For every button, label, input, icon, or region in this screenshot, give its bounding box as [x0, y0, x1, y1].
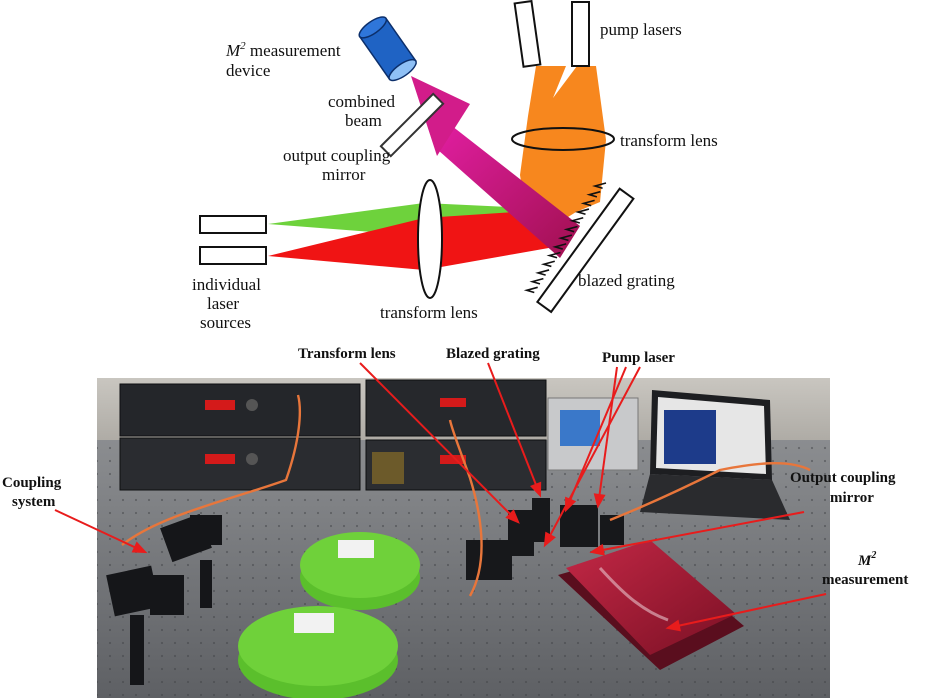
annotation-arrow [667, 593, 827, 629]
annotation-arrow [597, 366, 618, 507]
annotation-m2-text: measurement [822, 572, 908, 588]
optical-mounts [466, 498, 624, 580]
annotation-arrowhead [564, 496, 577, 513]
fiber-reel-2 [238, 606, 398, 698]
annotation-coupling-2: system [12, 494, 56, 510]
annotation-arrow [54, 509, 146, 553]
annotation-arrowhead [530, 481, 542, 498]
schematic: M2 measurement device pump lasers transf… [192, 0, 718, 332]
grating-tooth [574, 208, 590, 216]
annotation-transform-lens: Transform lens [298, 346, 396, 362]
laser-controller-stack-left [119, 383, 361, 491]
transform-lens-top-label: transform lens [620, 131, 718, 150]
grating-tooth [540, 260, 555, 268]
annotation-arrow [487, 362, 541, 496]
laser-controller-stack-right [365, 379, 547, 491]
fiber-cable [121, 394, 302, 546]
annotation-arrowhead [593, 493, 606, 509]
output-coupling-label-2: mirror [322, 165, 366, 184]
annotation-arrow [359, 362, 519, 523]
annotation-arrowhead [543, 531, 556, 548]
fiber-cable [448, 419, 483, 597]
annotation-arrow [565, 366, 627, 511]
transform-lens-bottom-label: transform lens [380, 303, 478, 322]
m2-device-label: M2 measurement [225, 40, 341, 60]
pump-lasers-label: pump lasers [600, 20, 682, 39]
grating-tooth [523, 286, 538, 294]
transform-lens-top [511, 127, 615, 151]
annotation-arrowhead [589, 543, 605, 556]
grating-tooth [529, 277, 544, 285]
combined-beam-label-2: beam [345, 111, 382, 130]
coupling-system [106, 513, 222, 685]
laptop [640, 390, 790, 520]
output-coupling-mirror [379, 92, 445, 158]
annotation-pump-laser: Pump laser [602, 350, 675, 366]
fiber-reel-1 [300, 532, 420, 610]
m2-device-label-line2: device [226, 61, 270, 80]
annotation-arrow [544, 366, 641, 546]
annotation-output-coupling-1: Output coupling [790, 470, 896, 486]
blazed-grating-label: blazed grating [578, 271, 675, 290]
photo-annotations: Transform lens Blazed grating Pump laser… [2, 346, 908, 632]
individual-sources-label-3: sources [200, 313, 251, 332]
laser-source-box-1 [199, 215, 267, 234]
combined-beam-arrowhead [411, 76, 470, 156]
annotation-arrowhead [505, 509, 520, 524]
grating-tooth [580, 199, 595, 207]
annotation-arrowhead [131, 541, 148, 554]
grating-tooth [552, 243, 567, 250]
lab-photo [97, 378, 830, 698]
individual-sources-label-2: laser [207, 294, 239, 313]
grating-tooth [592, 182, 607, 189]
output-coupling-label-1: output coupling [283, 146, 391, 165]
annotation-arrow [591, 511, 805, 553]
red-beam [268, 210, 560, 270]
m2-device-photo [558, 540, 744, 670]
grating-tooth [557, 234, 573, 242]
combined-beam [438, 126, 580, 258]
transform-lens-bottom [417, 179, 443, 299]
pump-laser-box-1 [513, 0, 542, 68]
grating-tooth [563, 225, 578, 233]
grating-tooth [569, 216, 584, 224]
grating-tooth [586, 190, 601, 198]
annotation-blazed-grating: Blazed grating [446, 346, 540, 362]
annotation-arrowhead [665, 619, 681, 632]
individual-sources-label-1: individual [192, 275, 261, 294]
fiber-cable [609, 462, 811, 522]
m2-measurement-device [358, 16, 417, 82]
blazed-grating [523, 182, 635, 314]
grating-tooth [535, 269, 550, 276]
combined-beam-label-1: combined [328, 92, 396, 111]
annotation-coupling-1: Coupling [2, 475, 62, 491]
annotation-m2: M2 [857, 550, 876, 569]
laser-source-box-2 [199, 246, 267, 265]
annotation-output-coupling-2: mirror [830, 490, 874, 506]
pump-laser-box-2 [571, 1, 590, 67]
grating-tooth [546, 251, 561, 259]
